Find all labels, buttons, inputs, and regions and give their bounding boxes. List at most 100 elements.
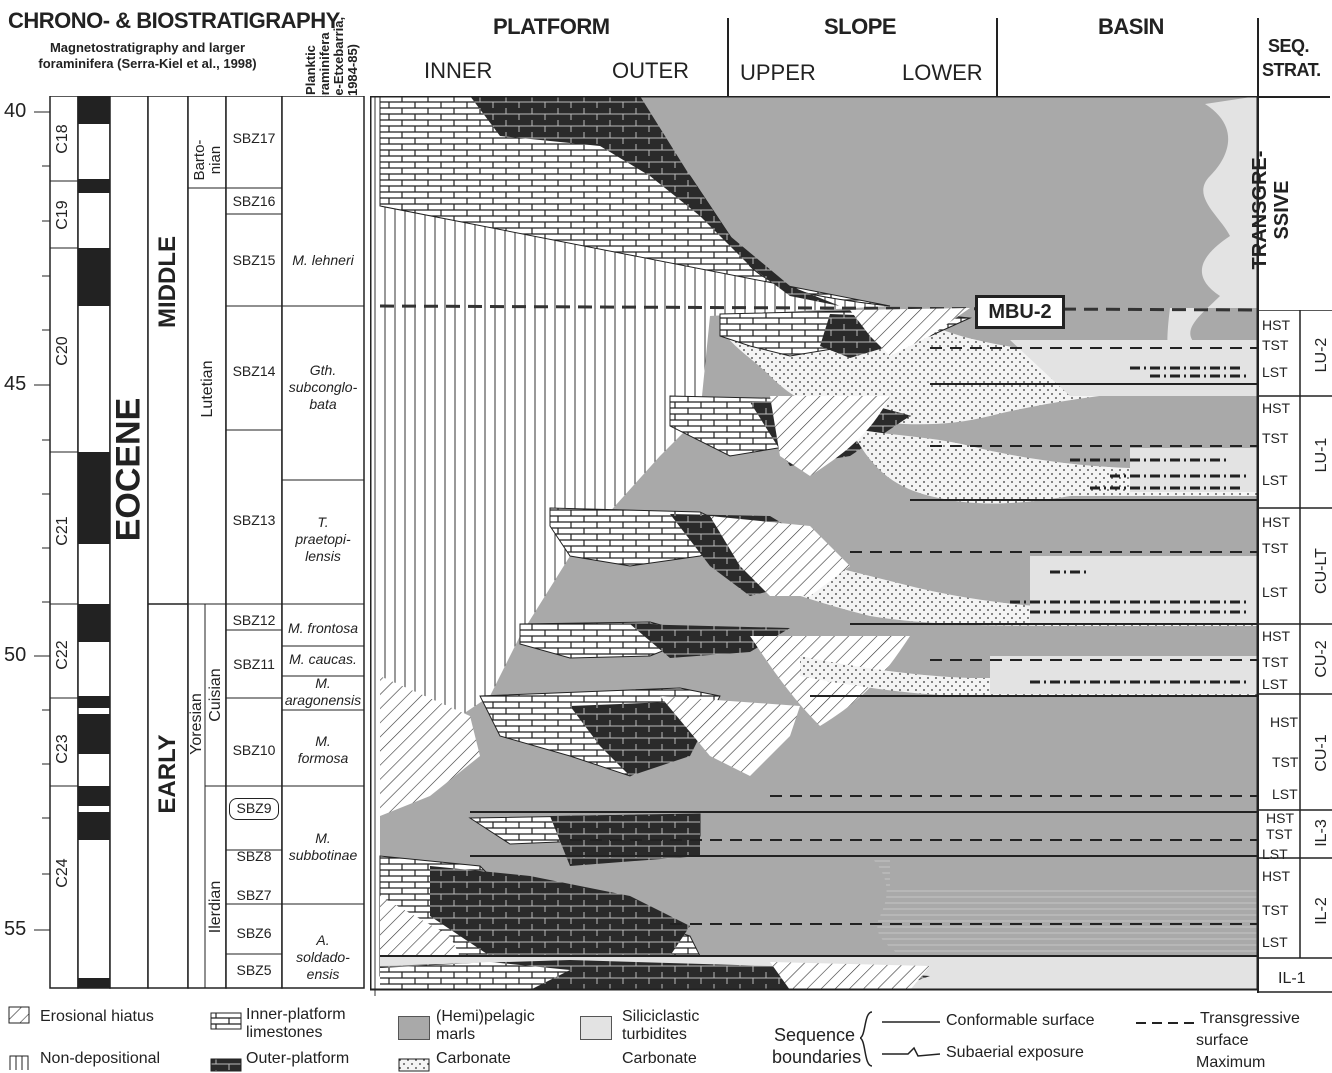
sequence-label: LU-2 [1313,337,1330,373]
stage-bartonian-line2: nian [207,145,224,175]
legend-carbonate1: Carbonate [436,1050,511,1067]
top-turbidite [1167,96,1258,366]
pf-formosa: M. formosa [282,733,364,767]
chrono-columns [34,96,365,989]
seq-strat-column [1258,310,1332,993]
nondepositional-swatch [9,1055,29,1070]
transgressive-line2: SSIVE [1271,180,1293,240]
chron-label: C18 [54,124,71,154]
systems-tract-label: LST [1262,934,1288,950]
systems-tract-label: LST [1262,676,1288,692]
chrono-subtitle-line2: foraminifera (Serra-Kiel et al., 1998) [38,56,257,71]
sbz-label: SBZ17 [232,130,276,146]
systems-tract-label: TST [1262,902,1289,918]
legend-hemi-line2: marls [436,1026,476,1043]
age-axis [34,111,50,931]
pf-subbotinae: M. subbotinae [282,830,364,864]
systems-tract-label: HST [1270,714,1298,730]
legend-hemi-line1: (Hemi)pelagic [436,1008,535,1025]
legend-inner-line1: Inner-platform [246,1006,346,1023]
legend-inner-line2: limestones [246,1024,323,1041]
sbz-label: SBZ5 [236,962,272,978]
stage-bartonian: Barto- nian [191,125,224,195]
pf-soldadoensis-l1: A. [316,932,330,948]
systems-tract-label: HST [1262,868,1290,884]
inner-label: INNER [424,58,493,83]
sbz-label: SBZ16 [232,193,276,209]
upper-label: UPPER [740,60,816,85]
sbz-label: SBZ10 [232,742,276,758]
chron-label: C20 [54,336,71,366]
sequence-boundaries [380,383,1258,957]
sequence-label: CU-2 [1313,640,1330,678]
cross-section-diagram [370,96,1258,996]
transgressive-surfaces [570,347,1258,925]
mbu2-surface [379,304,1258,312]
sbz-label: SBZ11 [233,656,275,672]
sbz-label: SBZ9 [236,800,272,816]
pf-subconglobata-l3: bata [309,396,337,412]
transgressive-surface-symbol [1136,1022,1196,1024]
pf-praetopilensis-l2: praetopi- [295,531,351,547]
outer-label: OUTER [612,58,689,83]
pf-lehneri: M. lehneri [292,252,354,268]
pf-praetopilensis: T. praetopi- lensis [282,514,364,565]
slope-basin-divider [996,18,998,98]
sbz-label: SBZ14 [232,363,276,379]
sequence-label: CU-1 [1313,734,1330,772]
pf-formosa-l1: M. [315,733,331,749]
legend-subaerial: Subaerial exposure [946,1044,1084,1061]
seq-strat-line2: STRAT. [1262,60,1321,80]
sequence-label: IL-3 [1313,819,1330,847]
pf-frontosa: M. frontosa [287,620,359,636]
pf-aragonensis: M. aragonensis [282,675,364,709]
pf-caucas: M. caucas. [289,651,357,667]
pf-subbotinae-l1: M. [315,830,331,846]
lower-label: LOWER [902,60,983,85]
age-label: 55 [4,918,27,940]
chron-label: C21 [54,516,71,546]
pf-praetopilensis-l3: lensis [305,548,341,564]
systems-tract-label: HST [1262,400,1290,416]
sbz-label: SBZ15 [232,252,276,268]
legend-seqb-line1: Sequence [774,1025,856,1045]
stage-bartonian-line1: Barto- [191,139,208,181]
basin-heading: BASIN [1098,14,1164,39]
chron-label: C22 [54,640,71,670]
platform-slope-divider [727,18,729,98]
legend-transgressive-line2: surface [1196,1032,1249,1049]
chron-label: C19 [54,200,71,230]
turbidite-streaks [1010,366,1250,684]
sbz-label: SBZ8 [236,848,272,864]
chron-label: C23 [54,734,71,764]
pf-subconglobata-l1: Gth. [309,362,337,378]
legend-carbonate2: Carbonate [622,1050,697,1067]
age-label: 40 [4,100,27,122]
chron-label: C24 [54,858,71,888]
sbz-label: SBZ7 [236,887,272,903]
chrono-title: CHRONO- & BIOSTRATIGRAPHY [8,8,340,33]
sbz-label: SBZ12 [232,612,276,628]
siliciclastic-swatch [580,1016,612,1040]
stage-cuisian: Cuisian [207,668,224,722]
legend-transgressive-line1: Transgressive [1200,1010,1300,1027]
sequence-boundary-symbols [860,1011,940,1067]
inner-platform-swatch [210,1012,242,1030]
systems-tract-label: LST [1262,846,1288,862]
legend-outer: Outer-platform [246,1050,350,1067]
systems-tract-label: TST [1262,430,1289,446]
transgressive-line1: TRANSGRE- [1249,150,1271,270]
legend-seqb-line2: boundaries [772,1047,862,1067]
pf-aragonensis-l2: aragonensis [284,692,362,708]
systems-tract-label: HST [1266,810,1294,826]
pf-aragonensis-l1: M. [315,675,331,691]
pf-subbotinae-l2: subbotinae [288,847,358,863]
outer-platform-swatch [210,1058,242,1072]
seq-strat-line1: SEQ. [1268,36,1310,56]
transgressive-label: TRANSGRE- SSIVE [1249,125,1293,295]
systems-tract-label: TST [1272,754,1299,770]
systems-tract-label: HST [1262,317,1290,333]
pf-subconglobata: Gth. subconglo- bata [282,362,364,413]
legend-conformable: Conformable surface [946,1012,1095,1029]
legend-erosional: Erosional hiatus [40,1008,154,1025]
